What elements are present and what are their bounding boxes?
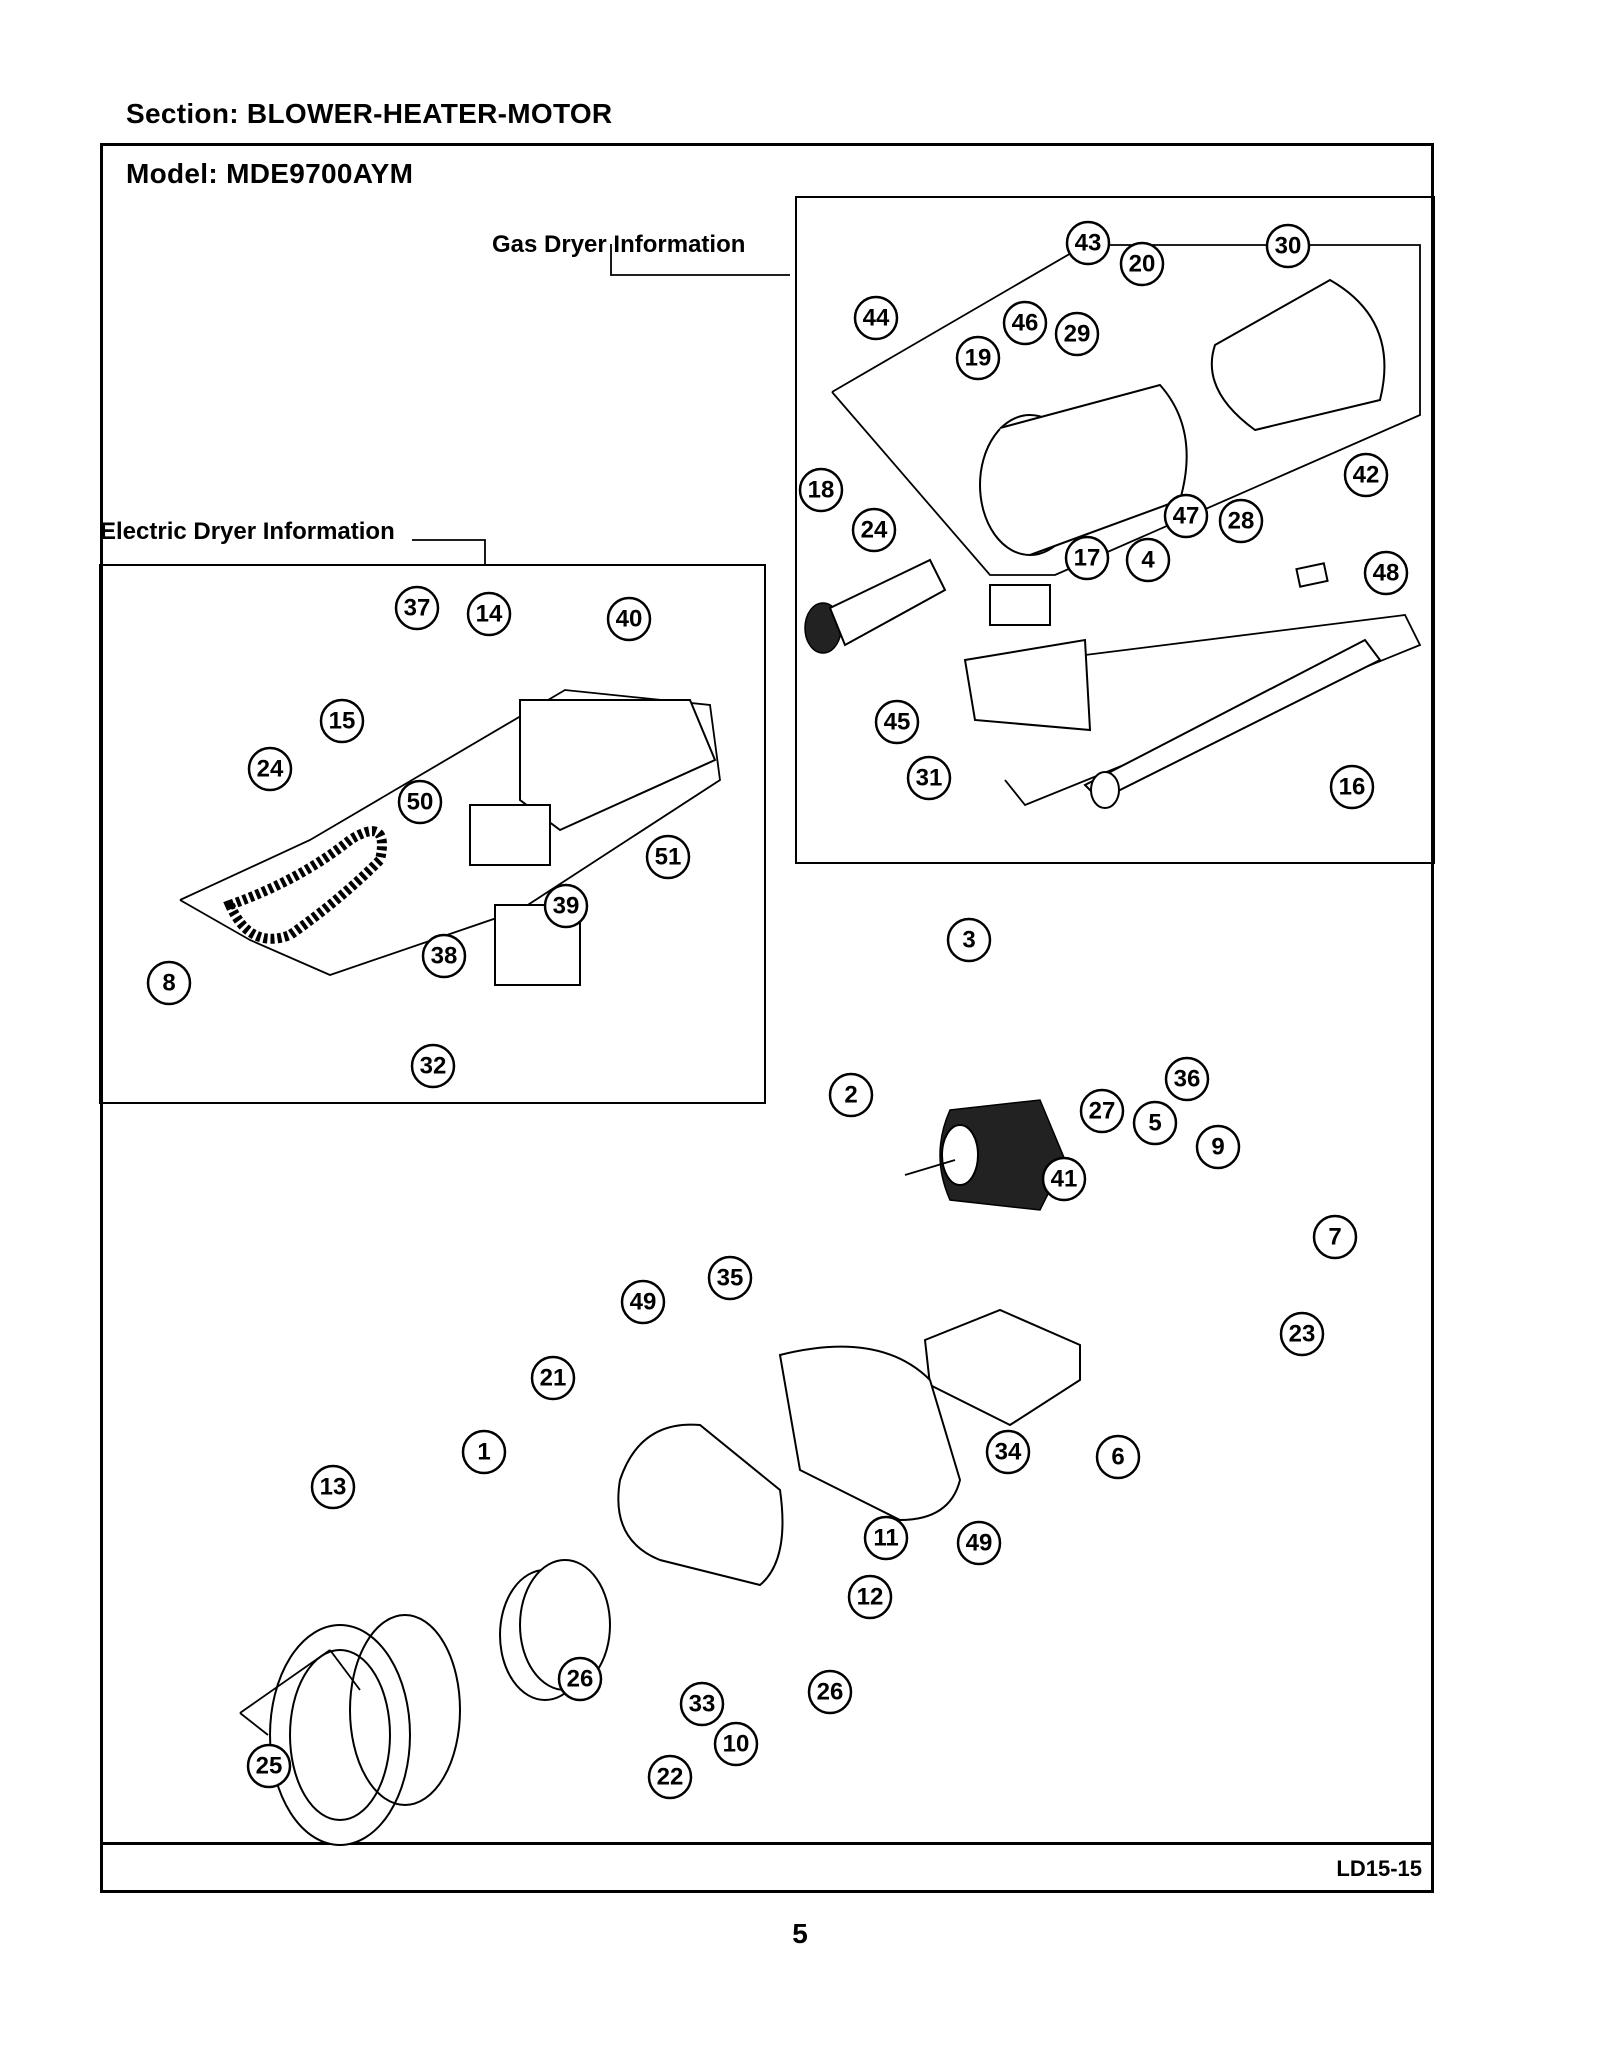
callout-2: 2 [844,1082,857,1109]
motor-part [904,1099,1066,1211]
callout-47: 47 [1173,503,1200,530]
callout-44: 44 [863,305,890,332]
callout-40: 40 [616,606,643,633]
gas-part-48-body [1295,562,1329,588]
callout-22: 22 [657,1764,684,1791]
callout-24-gas: 24 [861,517,888,544]
callout-45: 45 [884,709,911,736]
callout-37: 37 [404,595,431,622]
callout-39: 39 [553,893,580,920]
combustion-chamber-part [979,278,1386,556]
callout-32: 32 [420,1053,447,1080]
page-number: 5 [792,1918,808,1949]
callout-35: 35 [717,1265,744,1292]
callout-34: 34 [995,1439,1022,1466]
callout-46: 46 [1012,310,1039,337]
motor-bracket-part [923,1308,1081,1427]
diagram-frame [100,143,1434,1893]
callout-6: 6 [1111,1444,1124,1471]
callout-16: 16 [1339,774,1366,801]
callout-21: 21 [540,1365,567,1392]
callout-49-bottom: 49 [966,1530,993,1557]
gas-valve-part [804,558,1092,732]
burner-tube-part [1083,638,1382,809]
callout-26-right: 26 [817,1679,844,1706]
callout-11: 11 [873,1525,898,1552]
callout-20: 20 [1129,251,1156,278]
callout-12: 12 [857,1584,884,1611]
callout-4: 4 [1141,547,1155,574]
blower-housing-part [617,1345,962,1587]
callout-13: 13 [320,1474,347,1501]
callout-14: 14 [476,601,503,628]
callout-1: 1 [477,1439,490,1466]
callout-18: 18 [808,477,835,504]
front-duct-part [269,1614,461,1846]
gas-dryer-inset: Gas Dryer Information [492,196,1435,864]
callouts: 43 20 30 44 46 29 19 42 18 24 47 28 17 4… [146,220,1409,1800]
callout-25: 25 [256,1753,283,1780]
callout-36: 36 [1174,1066,1201,1093]
model-title: Model: MDE9700AYM [126,158,414,189]
document-code: LD15-15 [1336,1856,1422,1881]
footer-divider [100,1842,1434,1845]
section-title: Section: BLOWER-HEATER-MOTOR [126,98,613,129]
heater-element-part [223,826,387,944]
callout-23: 23 [1289,1321,1316,1348]
gas-dryer-label: Gas Dryer Information [492,231,745,258]
callout-5: 5 [1148,1110,1161,1137]
callout-24-electric: 24 [257,756,284,783]
callout-28: 28 [1228,508,1255,535]
callout-26-left: 26 [567,1666,594,1693]
callout-33: 33 [689,1691,716,1718]
callout-10: 10 [723,1731,750,1758]
callout-48: 48 [1373,560,1400,587]
callout-43: 43 [1075,230,1102,257]
callout-3: 3 [962,927,975,954]
callout-31: 31 [916,765,943,792]
callout-15: 15 [329,708,356,735]
callout-7: 7 [1328,1224,1341,1251]
callout-49-top: 49 [630,1289,657,1316]
callout-38: 38 [431,943,458,970]
callout-17: 17 [1074,545,1101,572]
callout-50: 50 [407,789,434,816]
electric-dryer-label: Electric Dryer Information [100,518,395,545]
callout-30: 30 [1275,233,1302,260]
callout-9: 9 [1211,1134,1224,1161]
callout-51: 51 [655,844,682,871]
callout-41: 41 [1051,1166,1078,1193]
callout-42: 42 [1353,462,1380,489]
callout-8: 8 [162,970,175,997]
callout-19: 19 [965,345,992,372]
callout-29: 29 [1064,321,1091,348]
callout-27: 27 [1089,1098,1116,1125]
